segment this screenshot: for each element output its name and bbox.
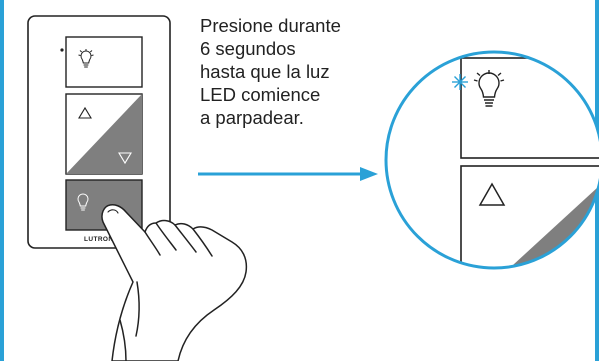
down-triangle-icon: [118, 152, 132, 165]
lower-area: [66, 94, 142, 174]
left-border: [0, 0, 4, 361]
zoom-up-triangle-icon: [478, 182, 506, 206]
brand-logo: LUTRON: [84, 236, 113, 243]
zoom-bulb-icon: [473, 70, 505, 107]
instruction-line: LED comience: [200, 84, 321, 105]
on-button[interactable]: [65, 36, 143, 88]
led-dot: [60, 48, 64, 52]
arrow-right-icon: [198, 167, 378, 181]
dimmer: LUTRON: [60, 36, 143, 243]
zoom-circle: [384, 50, 599, 270]
instruction-line: Presione durante: [200, 15, 341, 36]
instruction-text: Presione durante 6 segundos hasta que la…: [200, 14, 400, 129]
up-triangle-icon: [78, 106, 92, 119]
bulb-off-icon: [77, 193, 89, 211]
led-blink-icon: [452, 74, 468, 90]
bulb-icon: [78, 49, 94, 68]
instruction-line: 6 segundos: [200, 38, 296, 59]
instruction-line: hasta que la luz: [200, 61, 330, 82]
instruction-line: a parpadear.: [200, 107, 304, 128]
hand-illustration: [101, 204, 248, 361]
zoom-on-button: [460, 57, 599, 159]
